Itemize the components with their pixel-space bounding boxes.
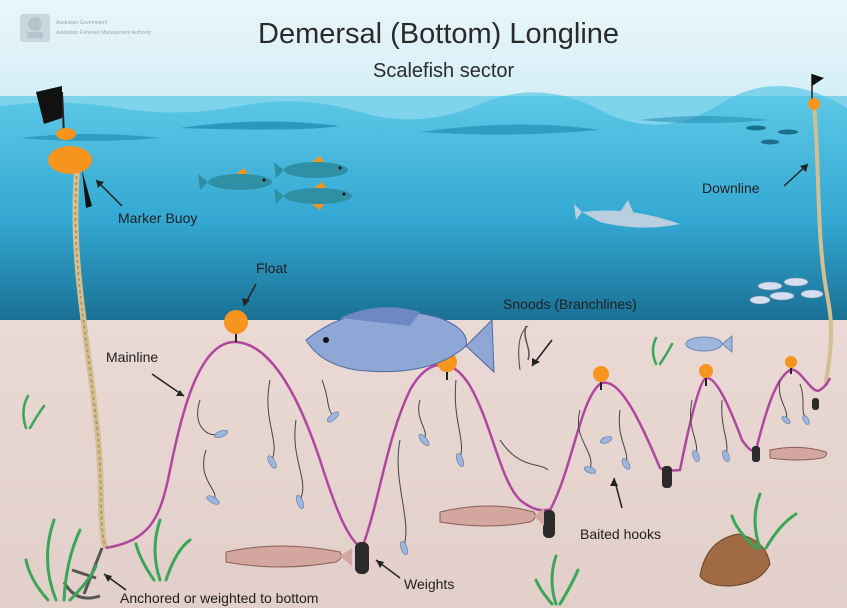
water-background — [0, 96, 847, 322]
fish-icon — [750, 296, 770, 304]
fish-icon — [770, 292, 794, 300]
logo-line-2: Australian Fisheries Management Authorit… — [56, 30, 151, 36]
page-title: Demersal (Bottom) Longline — [258, 18, 619, 51]
label-marker-buoy: Marker Buoy — [118, 210, 197, 226]
label-snoods: Snoods (Branchlines) — [503, 296, 637, 312]
weight-icon — [543, 510, 555, 538]
downline-buoy-icon — [808, 98, 820, 110]
weight-icon — [355, 542, 369, 574]
government-crest-icon — [20, 14, 50, 42]
fish-icon — [758, 282, 782, 290]
fish-icon — [746, 126, 766, 131]
label-weights: Weights — [404, 576, 454, 592]
page-subtitle: Scalefish sector — [373, 60, 514, 83]
label-downline: Downline — [702, 180, 760, 196]
fish-icon — [778, 130, 798, 135]
fish-icon — [801, 290, 823, 298]
label-float: Float — [256, 260, 287, 276]
fish-icon — [784, 278, 808, 286]
weight-icon — [752, 446, 760, 462]
label-anchored: Anchored or weighted to bottom — [120, 590, 318, 606]
weight-icon — [812, 398, 819, 410]
fish-icon — [761, 140, 779, 145]
label-mainline: Mainline — [106, 349, 158, 365]
logo-line-1: Australian Government — [56, 20, 107, 26]
label-baited-hooks: Baited hooks — [580, 526, 661, 542]
weight-icon — [662, 466, 672, 488]
